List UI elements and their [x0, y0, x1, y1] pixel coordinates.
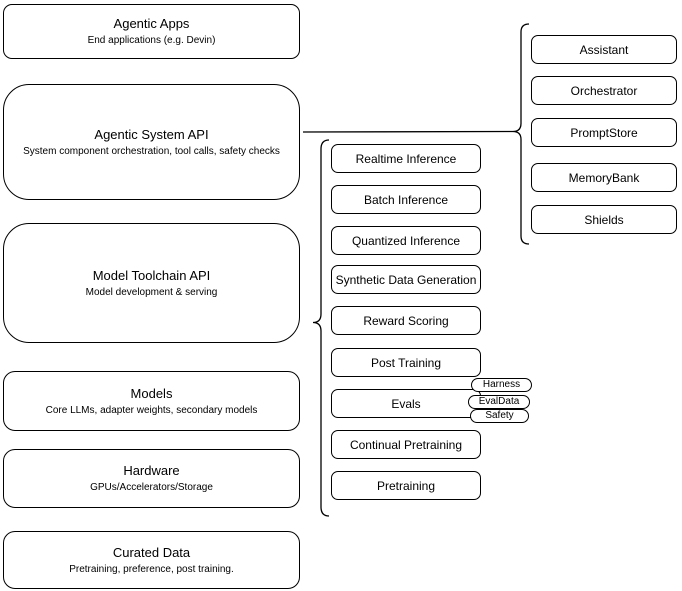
component-label: Shields — [584, 212, 624, 227]
box-title: Agentic Apps — [113, 16, 190, 31]
toolchain-item-evals: Evals — [331, 389, 481, 418]
component-label: PromptStore — [570, 125, 638, 140]
toolchain-item-label: Quantized Inference — [351, 233, 461, 248]
box-subtitle: System component orchestration, tool cal… — [23, 145, 280, 157]
box-subtitle: Pretraining, preference, post training. — [69, 563, 234, 575]
box-title: Model Toolchain API — [92, 267, 211, 283]
toolchain-item-continual-pretraining: Continual Pretraining — [331, 430, 481, 459]
component-assistant: Assistant — [531, 35, 677, 64]
component-label: Assistant — [579, 42, 629, 57]
toolchain-item-reward-scoring: Reward Scoring — [331, 306, 481, 335]
box-title: Curated Data — [112, 544, 191, 560]
box-model-toolchain-api: Model Toolchain API Model development & … — [3, 223, 300, 343]
box-subtitle: End applications (e.g. Devin) — [87, 35, 216, 46]
toolchain-item-quantized-inference: Quantized Inference — [331, 226, 481, 255]
eval-tag-safety: Safety — [470, 409, 529, 423]
right-group-brace — [512, 23, 530, 245]
component-label: Orchestrator — [570, 83, 638, 98]
box-curated-data: Curated Data Pretraining, preference, po… — [3, 531, 300, 589]
box-title: Agentic System API — [94, 126, 209, 142]
toolchain-item-label: Post Training — [370, 355, 442, 370]
box-agentic-system-api: Agentic System API System component orch… — [3, 84, 300, 200]
toolchain-item-pretraining: Pretraining — [331, 471, 481, 500]
toolchain-item-synthetic-data-generation: Synthetic Data Generation — [331, 265, 481, 294]
box-subtitle: GPUs/Accelerators/Storage — [90, 482, 213, 493]
component-promptstore: PromptStore — [531, 118, 677, 147]
toolchain-item-label: Synthetic Data Generation — [335, 272, 477, 287]
api-to-components-connector — [302, 130, 514, 133]
toolchain-item-label: Realtime Inference — [355, 151, 457, 166]
toolchain-item-realtime-inference: Realtime Inference — [331, 144, 481, 173]
toolchain-item-batch-inference: Batch Inference — [331, 185, 481, 214]
toolchain-item-label: Evals — [391, 396, 421, 411]
toolchain-item-label: Reward Scoring — [363, 313, 449, 328]
component-orchestrator: Orchestrator — [531, 76, 677, 105]
toolchain-item-label: Pretraining — [376, 478, 436, 493]
box-title: Hardware — [123, 463, 180, 478]
eval-tag-evaldata: EvalData — [468, 395, 530, 409]
box-agentic-apps: Agentic Apps End applications (e.g. Devi… — [3, 4, 300, 59]
middle-group-brace — [312, 139, 330, 517]
box-subtitle: Core LLMs, adapter weights, secondary mo… — [45, 404, 258, 416]
toolchain-item-label: Batch Inference — [363, 192, 449, 207]
component-shields: Shields — [531, 205, 677, 234]
box-models: Models Core LLMs, adapter weights, secon… — [3, 371, 300, 431]
toolchain-item-post-training: Post Training — [331, 348, 481, 377]
box-title: Models — [130, 385, 173, 401]
eval-tag-label: Safety — [485, 410, 514, 421]
box-hardware: Hardware GPUs/Accelerators/Storage — [3, 449, 300, 508]
toolchain-item-label: Continual Pretraining — [349, 437, 463, 452]
component-memorybank: MemoryBank — [531, 163, 677, 192]
box-subtitle: Model development & serving — [85, 286, 218, 298]
eval-tag-harness: Harness — [471, 378, 532, 392]
eval-tag-label: EvalData — [478, 396, 520, 407]
component-label: MemoryBank — [568, 170, 640, 185]
eval-tag-label: Harness — [482, 379, 521, 390]
